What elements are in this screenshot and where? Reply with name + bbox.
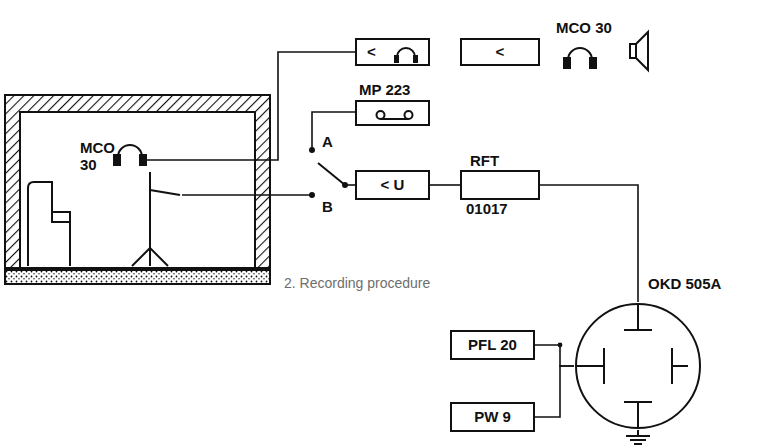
- signal-wire: [535, 366, 574, 417]
- box-text: <: [496, 44, 505, 61]
- junction-dot: [558, 343, 563, 348]
- signal-wire: [535, 345, 574, 366]
- ground-symbol: [634, 443, 642, 445]
- tape-symbol: [377, 111, 385, 119]
- headphone-symbol: [413, 55, 418, 63]
- microphone-stand: [114, 155, 120, 165]
- box-text: PW 9: [474, 409, 511, 426]
- filter-box: RFT01017: [460, 170, 540, 200]
- anechoic-chamber: [5, 95, 270, 270]
- microphone-stand: [149, 172, 151, 248]
- ground-symbol: [630, 439, 646, 441]
- wires: [146, 52, 355, 197]
- oscilloscope-symbol: [672, 365, 688, 367]
- monitor-symbols: [630, 44, 636, 58]
- oscilloscope-symbol: [637, 402, 639, 428]
- microphone-stand: [150, 248, 168, 266]
- box-text: <: [367, 44, 376, 61]
- oscilloscope-symbol: [576, 304, 700, 428]
- headphone-symbol: [397, 48, 415, 57]
- monitor-symbols: [564, 32, 648, 70]
- anechoic-chamber: [5, 268, 270, 284]
- microphone-stand: [140, 155, 146, 165]
- box-text: < U: [381, 177, 405, 194]
- switch-label: B: [322, 199, 333, 216]
- signal-wire: [430, 184, 460, 186]
- model-label: RFT: [470, 153, 499, 170]
- amplifier-box: < U: [355, 170, 430, 200]
- oscilloscope-symbol: [576, 304, 688, 428]
- ground-symbol: [626, 435, 650, 437]
- amplifier-box: <: [460, 38, 540, 66]
- generator-box: PFL 20: [450, 330, 535, 360]
- tape-symbol: [357, 102, 432, 128]
- microphone-stand: [150, 190, 180, 195]
- generator-box: PW 9: [450, 402, 535, 432]
- oscilloscope-symbol: [576, 365, 604, 367]
- model-label: OKD 505A: [648, 276, 721, 293]
- monitor-symbols: [590, 58, 596, 68]
- box-text: PFL 20: [468, 337, 517, 354]
- anechoic-chamber: [5, 95, 270, 284]
- model-label: MCO 30: [556, 20, 612, 37]
- wires: [310, 148, 314, 152]
- piano-symbol: [52, 212, 70, 222]
- oscilloscope-symbol: [603, 348, 605, 384]
- monitor-symbols: [568, 48, 592, 60]
- headphone-symbol: [394, 55, 399, 63]
- microphone-stand: [118, 145, 142, 157]
- switch-label: A: [322, 134, 333, 151]
- monitor-symbols: [564, 58, 570, 68]
- wires: [318, 163, 345, 185]
- ground-symbol: [626, 430, 650, 444]
- oscilloscope-symbol: [624, 401, 652, 403]
- wires: [310, 193, 314, 197]
- wires: [312, 112, 355, 150]
- model-label: MP 223: [359, 82, 410, 99]
- wires: [343, 183, 347, 187]
- tape-symbol: [405, 111, 413, 119]
- wires: [182, 194, 312, 196]
- oscilloscope-symbol: [624, 329, 652, 331]
- oscilloscope-symbol: [574, 302, 702, 430]
- model-label: MCO 30: [80, 140, 115, 173]
- microphone-stand: [114, 145, 180, 266]
- microphone-stand: [132, 248, 150, 266]
- signal-wire: [540, 185, 638, 302]
- microphone-stand: [149, 248, 151, 266]
- oscilloscope-circle: OKD 505A: [574, 302, 702, 430]
- anechoic-chamber: [20, 112, 255, 270]
- monitor-symbols: [636, 32, 648, 70]
- piano-symbol: [28, 182, 70, 266]
- model-label: 01017: [466, 201, 508, 218]
- amplifier-box: <: [355, 38, 430, 66]
- tape-symbol: [381, 118, 409, 120]
- wires: [146, 52, 355, 160]
- section-heading: 2. Recording procedure: [284, 276, 430, 291]
- tape-recorder-box: MP 223: [355, 100, 430, 126]
- piano-symbol: [28, 182, 70, 266]
- oscilloscope-symbol: [637, 304, 639, 330]
